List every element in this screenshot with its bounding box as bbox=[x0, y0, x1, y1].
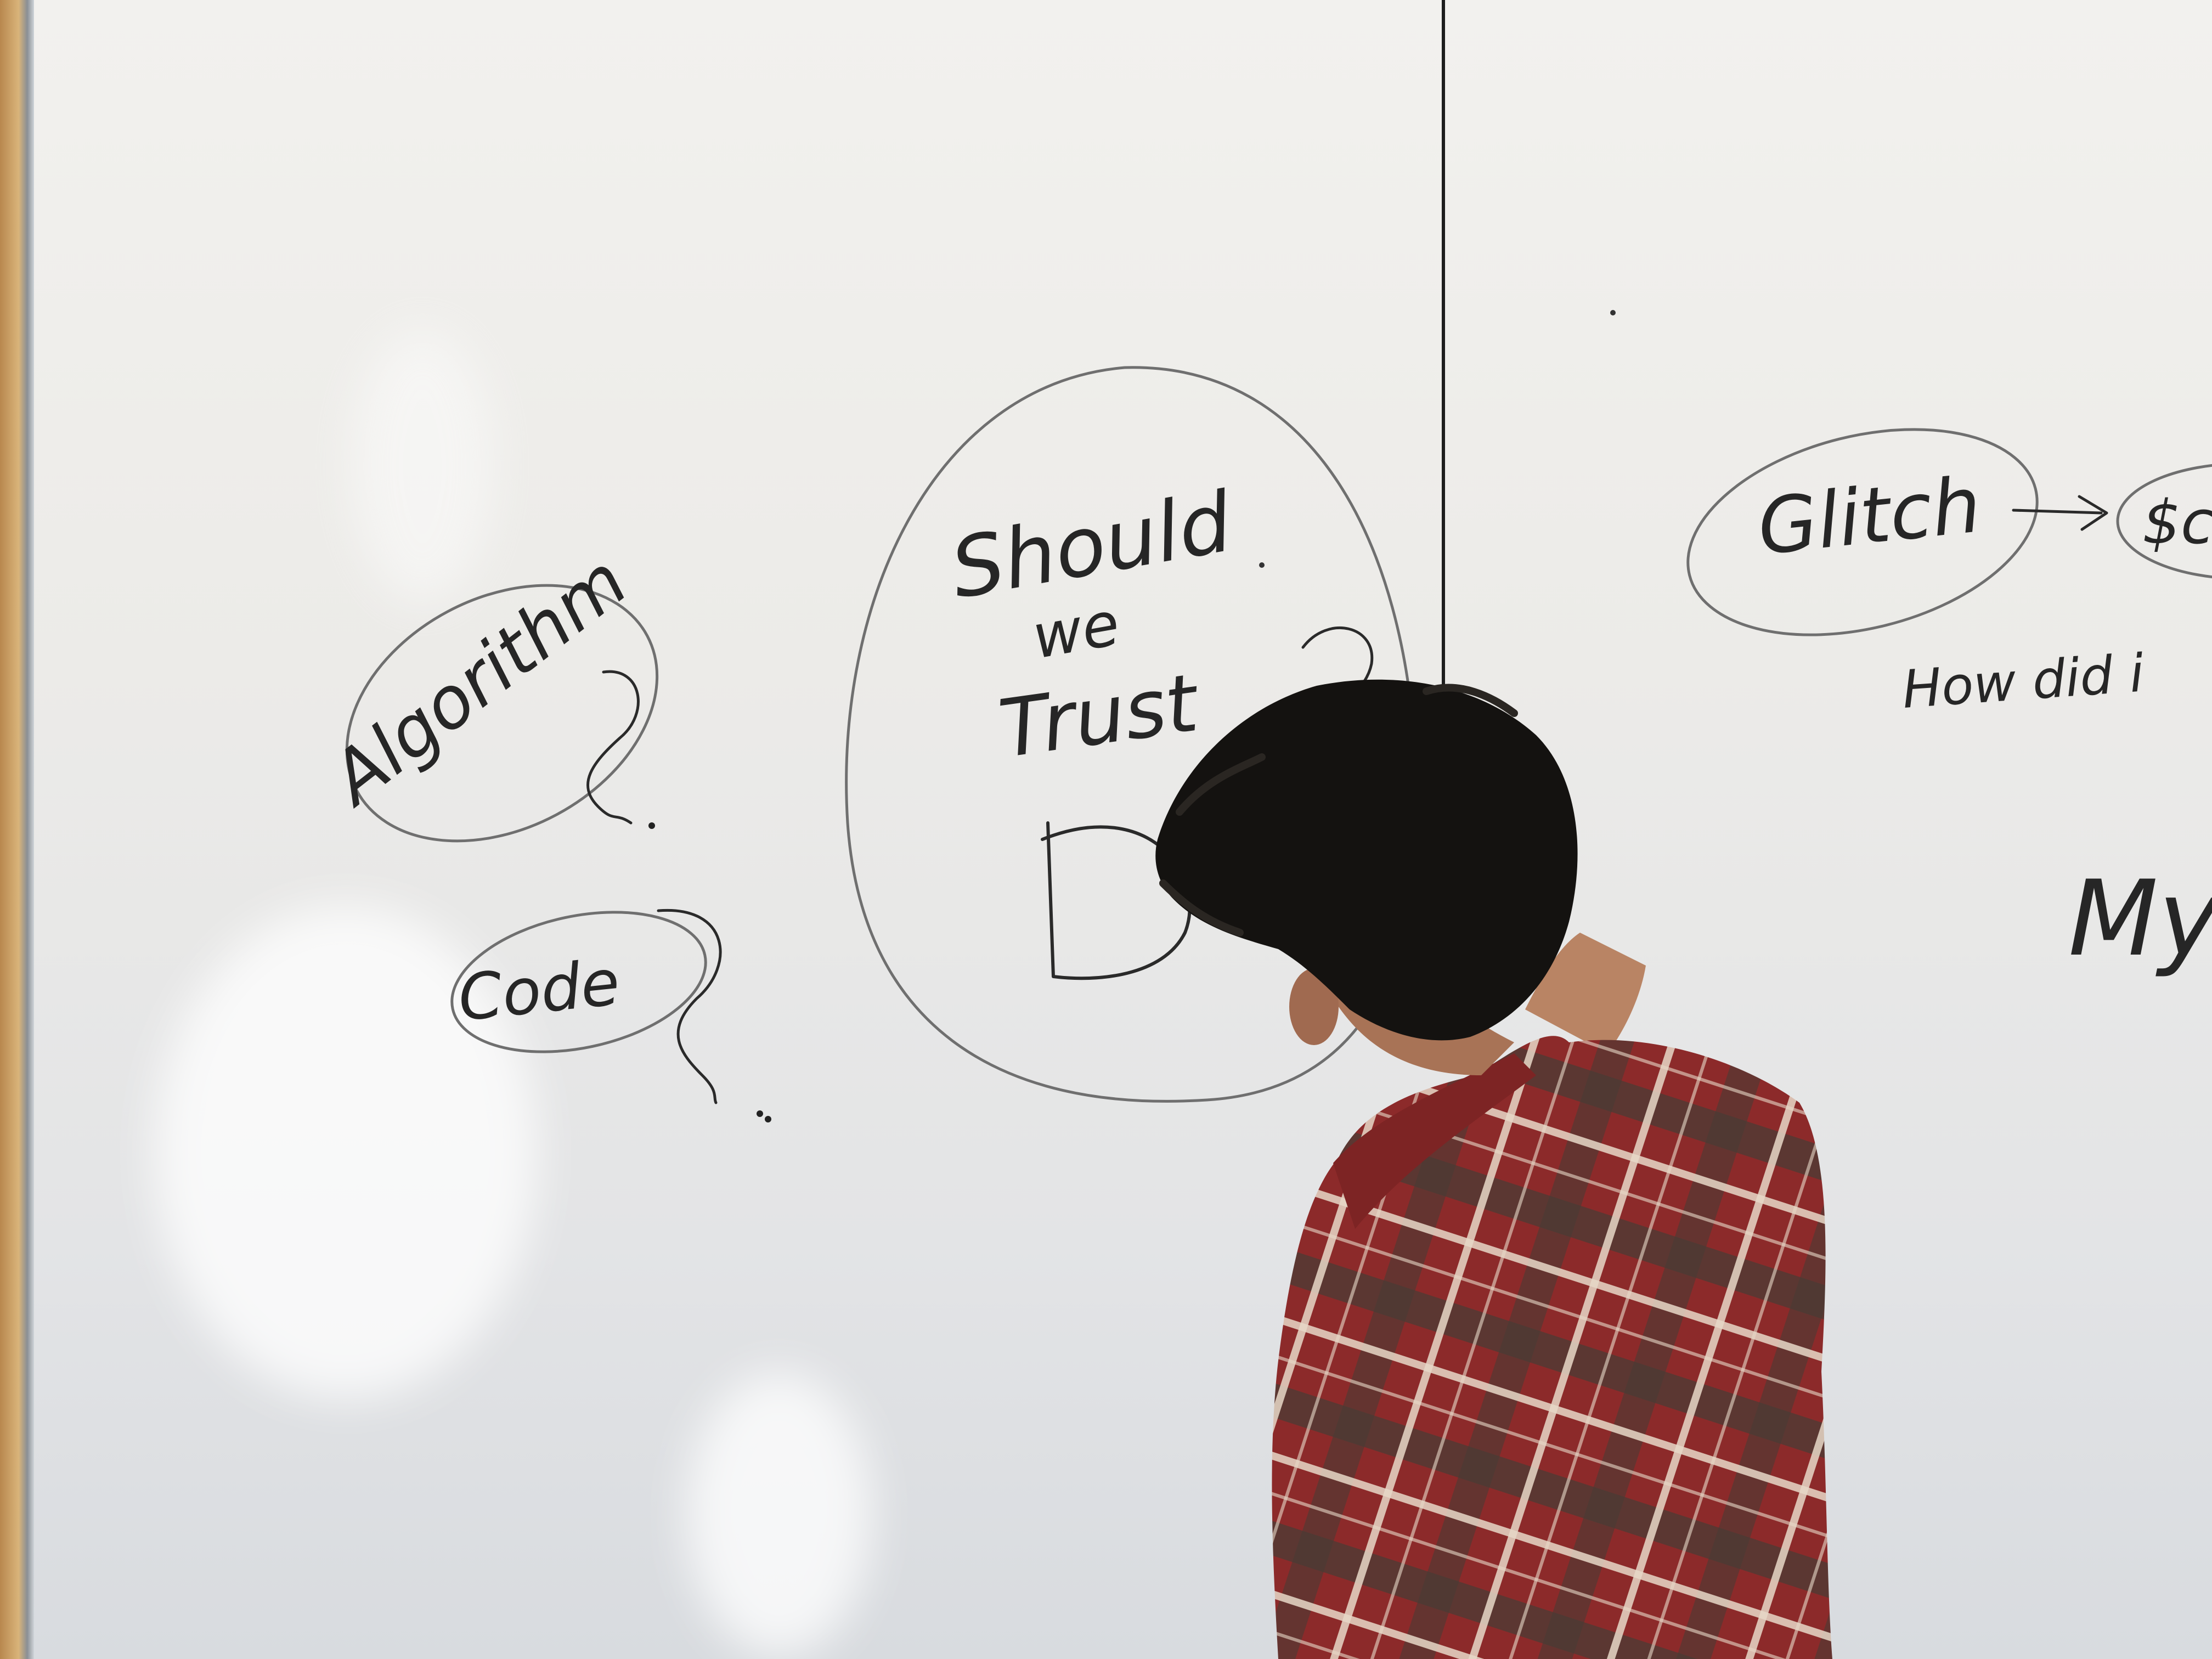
algorithm-tail bbox=[586, 670, 640, 825]
code-bubble bbox=[450, 911, 707, 1053]
cut-off-text: $c bbox=[2142, 487, 2212, 557]
ink-dot bbox=[1259, 562, 1265, 568]
ear bbox=[1289, 968, 1339, 1045]
cut-off-bubble bbox=[2116, 464, 2212, 579]
plaid-shirt bbox=[1272, 1036, 1832, 1659]
ink-dot bbox=[648, 822, 655, 829]
board-seam bbox=[1442, 0, 1445, 708]
hair bbox=[1155, 679, 1578, 1041]
algorithm-bubble bbox=[345, 584, 659, 843]
raised-arm bbox=[1525, 933, 1646, 1053]
ink-dot bbox=[765, 1116, 771, 1122]
partial-d-letter bbox=[1041, 821, 1192, 980]
shirt-collar bbox=[1333, 1053, 1536, 1229]
trust-bubble bbox=[845, 366, 1419, 1103]
light-reflection bbox=[154, 905, 538, 1399]
glitch-arrow bbox=[2012, 495, 2108, 531]
ink-dot bbox=[1610, 310, 1616, 315]
light-reflection bbox=[351, 329, 494, 603]
wall-frame-edge bbox=[0, 0, 34, 1659]
code-text: Code bbox=[455, 946, 623, 1036]
ink-dot bbox=[757, 1110, 763, 1117]
we-text: we bbox=[1027, 588, 1124, 672]
my-text: My bbox=[2068, 858, 2212, 979]
hair-strands bbox=[1159, 684, 1518, 936]
code-tail bbox=[657, 909, 722, 1104]
glitch-bubble bbox=[1686, 428, 2039, 636]
light-reflection bbox=[686, 1372, 872, 1657]
